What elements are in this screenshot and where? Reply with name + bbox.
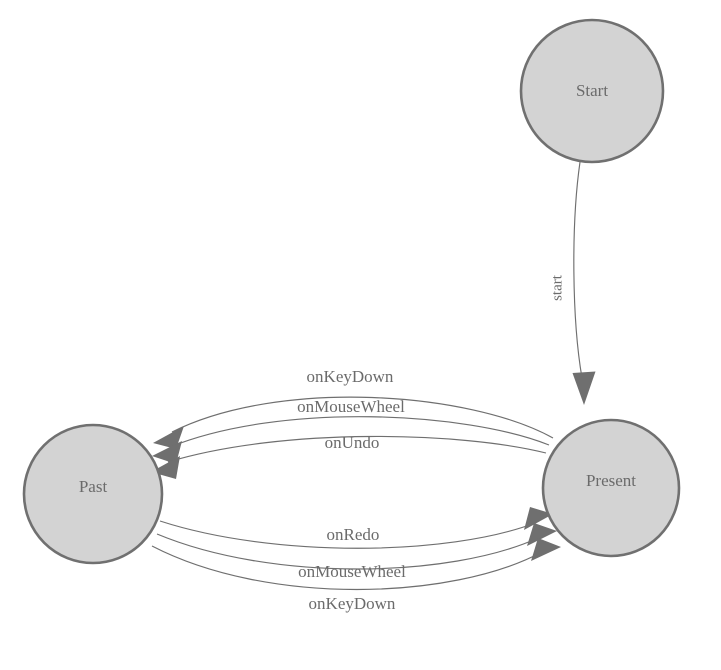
- edge-present-to-past-onmousewheel[interactable]: onMouseWheel: [152, 397, 550, 464]
- edge-present-to-past-onmousewheel-path: [169, 416, 550, 448]
- node-past-circle: [22, 423, 164, 565]
- edge-label-past-present-onredo: onRedo: [327, 525, 380, 544]
- edge-past-to-present-onredo-path: [159, 520, 536, 549]
- edge-label-start: start: [549, 274, 565, 301]
- node-start[interactable]: Start: [519, 18, 665, 164]
- edge-present-to-past-onkeydown[interactable]: onKeyDown: [153, 367, 554, 449]
- edge-present-to-past-onundo[interactable]: onUndo: [151, 433, 547, 479]
- edge-present-to-past-onundo-path: [167, 435, 547, 463]
- edge-label-present-past-onkeydown: onKeyDown: [307, 367, 394, 386]
- node-start-label: Start: [576, 81, 608, 100]
- edge-label-past-present-onkeydown: onKeyDown: [309, 594, 396, 613]
- node-past[interactable]: Past: [22, 423, 164, 565]
- edge-present-to-past-onkeydown-arrowhead: [153, 426, 184, 449]
- edge-past-to-present-onkeydown-arrowhead: [531, 538, 561, 561]
- edge-start-to-present-path: [573, 161, 583, 379]
- edge-past-to-present-onredo[interactable]: onRedo: [159, 507, 553, 549]
- node-present-label: Present: [586, 471, 636, 490]
- edge-label-present-past-onundo: onUndo: [325, 433, 380, 452]
- edge-present-to-past-onmousewheel-arrowhead: [152, 441, 182, 464]
- edge-present-to-past-onkeydown-path: [171, 396, 554, 439]
- node-past-label: Past: [79, 477, 108, 496]
- edge-start-to-present-arrowhead: [572, 371, 596, 405]
- edge-label-past-present-onmousewheel: onMouseWheel: [298, 562, 406, 581]
- edge-past-to-present-onkeydown-path: [151, 545, 543, 590]
- edge-past-to-present-onmousewheel-path: [156, 533, 539, 570]
- edge-label-present-past-onmousewheel: onMouseWheel: [297, 397, 405, 416]
- edge-past-to-present-onkeydown[interactable]: onKeyDown: [151, 538, 561, 613]
- node-start-circle: [519, 18, 665, 164]
- node-present[interactable]: Present: [541, 418, 681, 558]
- edge-past-to-present-onmousewheel[interactable]: onMouseWheel: [156, 523, 557, 581]
- edge-start-to-present[interactable]: start: [549, 161, 596, 405]
- edge-past-to-present-onredo-arrowhead: [524, 507, 553, 530]
- node-present-circle: [541, 418, 681, 558]
- edge-past-to-present-onmousewheel-arrowhead: [527, 523, 557, 546]
